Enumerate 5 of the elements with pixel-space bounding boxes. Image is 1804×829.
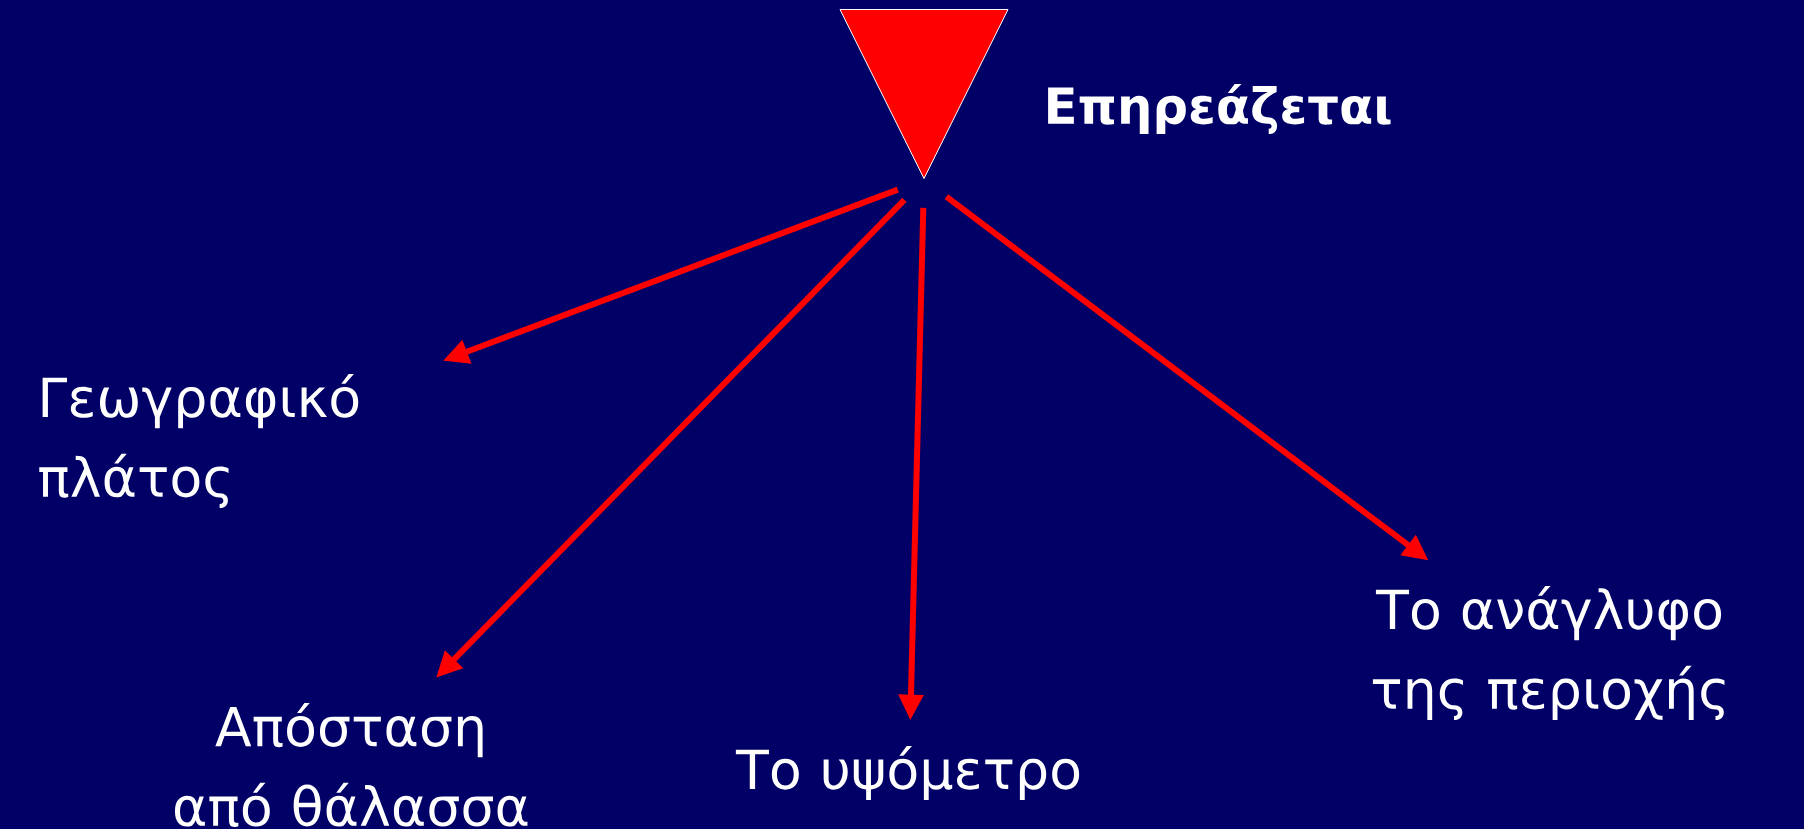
node-caption: Επηρεάζεται bbox=[1048, 83, 1391, 135]
node-label: Γεωγραφικό πλάτος bbox=[39, 374, 359, 508]
node-label: Το ανάγλυφο της περιοχής bbox=[1372, 586, 1725, 720]
node-label: Απόσταση από θάλασσα bbox=[174, 703, 528, 827]
node-label: Το υψόμετρο bbox=[735, 745, 1080, 801]
